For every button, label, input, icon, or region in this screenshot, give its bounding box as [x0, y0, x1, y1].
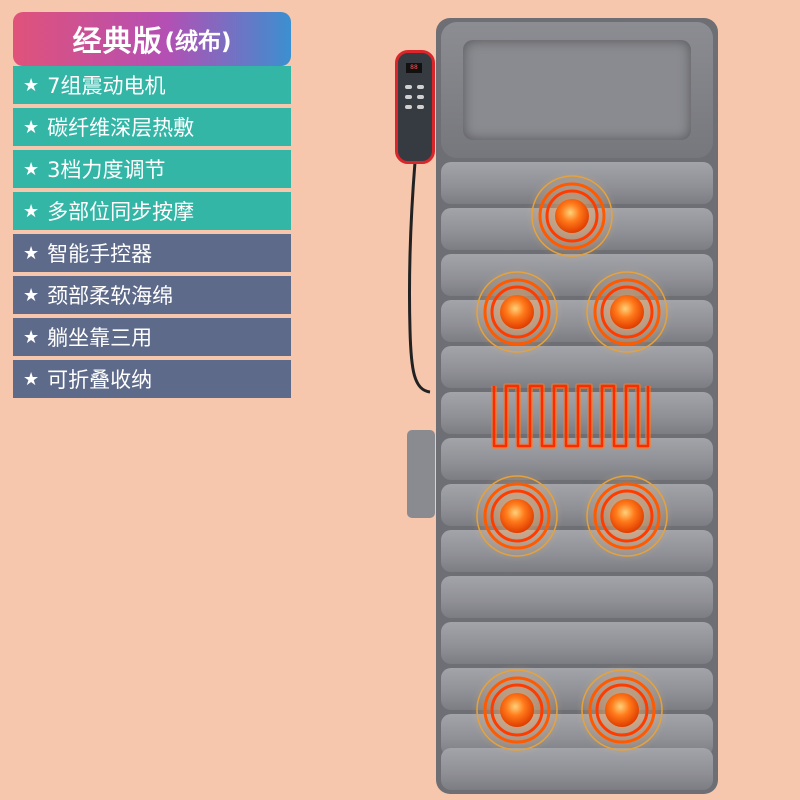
star-icon: ★: [23, 242, 40, 264]
title-banner: 经典版 (绒布): [13, 12, 291, 66]
feature-label: 3档力度调节: [47, 158, 166, 182]
feature-item: ★ 7组震动电机: [13, 66, 291, 104]
feature-item: ★ 智能手控器: [13, 234, 291, 272]
remote-button-icon: [405, 105, 412, 109]
feature-item: ★ 3档力度调节: [13, 150, 291, 188]
star-icon: ★: [23, 158, 40, 180]
vibration-motor-icon: [471, 664, 563, 756]
vibration-motor-icon: [576, 664, 668, 756]
feature-item: ★ 颈部柔软海绵: [13, 276, 291, 314]
vibration-motor-icon: [471, 470, 563, 562]
mat-segment: [441, 346, 713, 388]
star-icon: ★: [23, 284, 40, 306]
star-icon: ★: [23, 116, 40, 138]
title-sub: (绒布): [164, 29, 232, 55]
mat-segment: [441, 576, 713, 618]
feature-label: 可折叠收纳: [47, 368, 153, 392]
heating-coil-line: [492, 384, 650, 448]
mat-segment: [441, 748, 713, 790]
remote-button-icon: [417, 95, 424, 99]
vibration-motor-icon: [581, 470, 673, 562]
feature-item: ★ 碳纤维深层热敷: [13, 108, 291, 146]
remote-display: 88: [406, 63, 422, 73]
vibration-motor-icon: [471, 266, 563, 358]
feature-label: 颈部柔软海绵: [47, 284, 174, 308]
feature-label: 多部位同步按摩: [47, 200, 195, 224]
mat-segment: [441, 622, 713, 664]
remote-button-icon: [405, 95, 412, 99]
star-icon: ★: [23, 326, 40, 348]
title-main: 经典版: [72, 24, 163, 58]
feature-list: ★ 7组震动电机 ★ 碳纤维深层热敷 ★ 3档力度调节 ★ 多部位同步按摩 ★ 智能手控器…: [13, 66, 291, 402]
feature-label: 智能手控器: [47, 242, 153, 266]
handheld-remote: 88: [395, 50, 435, 164]
remote-button-icon: [417, 105, 424, 109]
star-icon: ★: [23, 200, 40, 222]
feature-item: ★ 躺坐靠三用: [13, 318, 291, 356]
remote-button-icon: [405, 85, 412, 89]
vibration-motor-icon: [581, 266, 673, 358]
neck-pillow-cushion: [463, 40, 691, 140]
feature-label: 7组震动电机: [47, 74, 166, 98]
feature-label: 躺坐靠三用: [47, 326, 153, 350]
vibration-motor-icon: [526, 170, 618, 262]
star-icon: ★: [23, 74, 40, 96]
star-icon: ★: [23, 368, 40, 390]
feature-label: 碳纤维深层热敷: [47, 116, 195, 140]
side-pocket: [407, 430, 435, 518]
remote-button-icon: [417, 85, 424, 89]
feature-item: ★ 多部位同步按摩: [13, 192, 291, 230]
feature-item: ★ 可折叠收纳: [13, 360, 291, 398]
